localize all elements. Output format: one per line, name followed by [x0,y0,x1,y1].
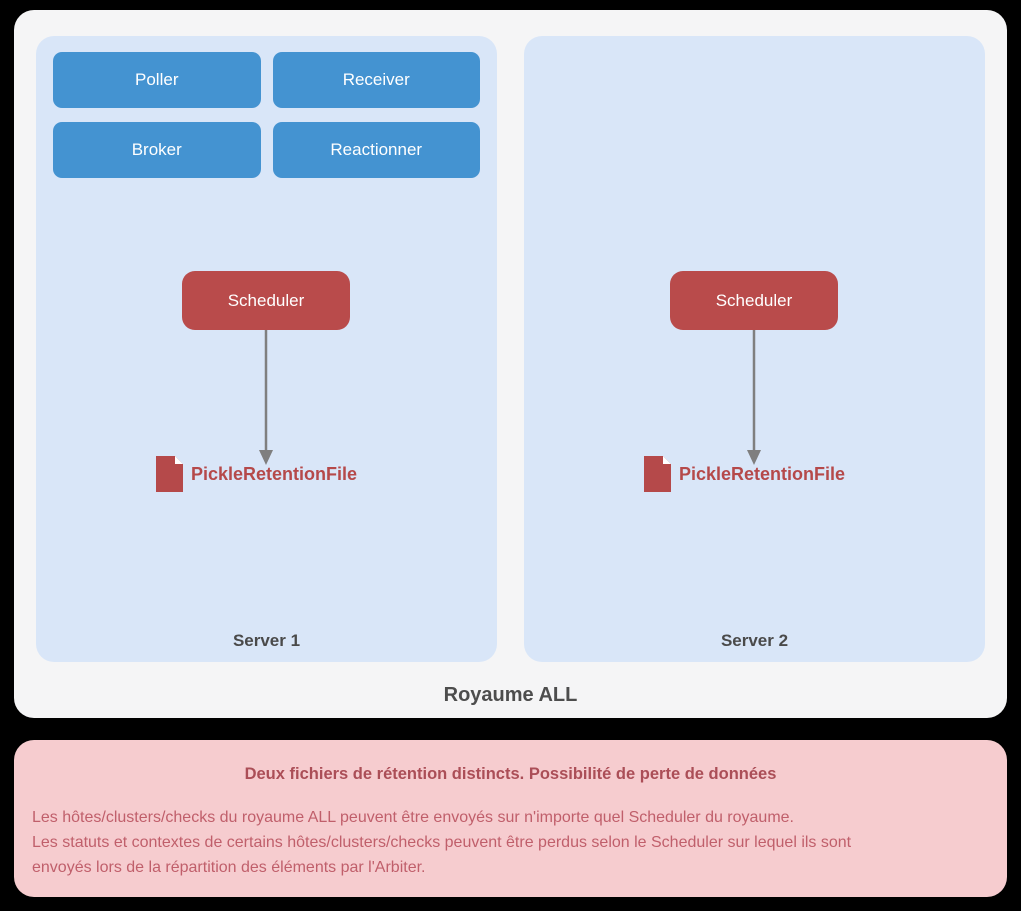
file-icon [644,456,671,492]
warning-line-3: envoyés lors de la répartition des éléme… [32,859,426,876]
daemon-grid: Poller Receiver Broker Reactionner [53,52,480,178]
warning-line-1: Les hôtes/clusters/checks du royaume ALL… [32,809,794,826]
daemon-node-receiver: Receiver [272,52,480,108]
warning-line-2: Les statuts et contextes de certains hôt… [32,834,852,851]
warning-panel: Deux fichiers de rétention distincts. Po… [14,740,1007,897]
server-2-container: Scheduler PickleRetentionFile Server 2 [524,36,985,662]
server-1-container: Poller Receiver Broker Reactionner Sched… [36,36,497,662]
scheduler-to-file-arrow [747,330,761,465]
file-icon [156,456,183,492]
retention-file-label: PickleRetentionFile [679,463,846,484]
royaume-all-label: Royaume ALL [443,684,578,706]
royaume-all-container: Poller Receiver Broker Reactionner Sched… [14,10,1007,718]
daemon-node-reactionner: Reactionner [272,122,480,178]
scheduler-node-server-1: Scheduler [182,271,350,330]
warning-body: Les hôtes/clusters/checks du royaume ALL… [14,805,1007,880]
server-1-label: Server 1 [232,631,301,650]
retention-file-server-1: PickleRetentionFile [156,456,357,492]
daemon-node-poller: Poller [53,52,261,108]
scheduler-to-file-arrow [259,330,273,465]
warning-title: Deux fichiers de rétention distincts. Po… [244,765,777,783]
daemon-node-broker: Broker [53,122,261,178]
retention-file-label: PickleRetentionFile [191,463,358,484]
scheduler-node-server-2: Scheduler [670,271,838,330]
server-2-label: Server 2 [720,631,789,650]
retention-file-server-2: PickleRetentionFile [644,456,845,492]
